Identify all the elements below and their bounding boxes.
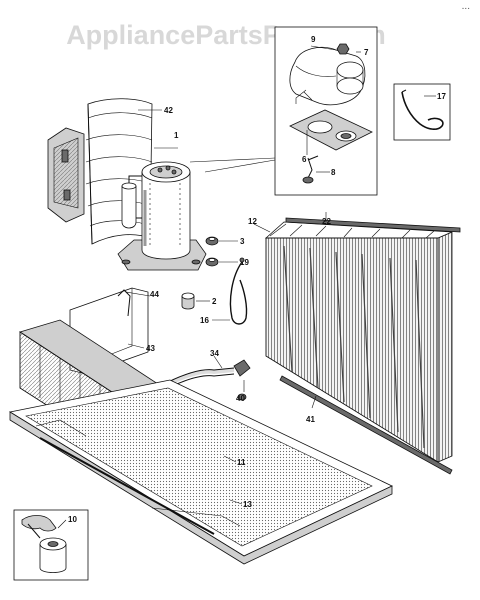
callout-42: 42 bbox=[164, 106, 173, 115]
callout-7: 7 bbox=[364, 48, 369, 57]
condenser-coil: 12 22 41 bbox=[248, 212, 461, 475]
grommet-40 bbox=[233, 359, 251, 377]
callout-1: 1 bbox=[174, 131, 179, 140]
callout-40: 40 bbox=[236, 394, 245, 403]
inset-motor: 10 bbox=[13, 509, 89, 581]
callout-41: 41 bbox=[306, 415, 315, 424]
inset-capillary-tube: 17 bbox=[393, 83, 451, 141]
compressor: 1 bbox=[117, 131, 207, 271]
callout-6: 6 bbox=[302, 155, 307, 164]
nut-part bbox=[336, 43, 350, 55]
inset-frame-tube bbox=[393, 83, 451, 141]
top-gasket-strip bbox=[285, 217, 461, 233]
capillary-16: 16 bbox=[200, 257, 248, 325]
inset-leader bbox=[189, 157, 276, 173]
callout-34: 34 bbox=[210, 349, 219, 358]
callout-17: 17 bbox=[437, 92, 446, 101]
callout-44: 44 bbox=[150, 290, 159, 299]
inset-compressor-cover: 9 7 6 8 bbox=[274, 26, 378, 196]
callout-22: 22 bbox=[322, 217, 331, 226]
bottom-gasket-strip bbox=[279, 375, 453, 475]
sleeve-part bbox=[181, 296, 195, 310]
callout-12: 12 bbox=[248, 217, 257, 226]
callout-8: 8 bbox=[331, 168, 336, 177]
callout-13: 13 bbox=[243, 500, 252, 509]
callout-43: 43 bbox=[146, 344, 155, 353]
callout-2: 2 bbox=[212, 297, 217, 306]
base-pan: 11 13 bbox=[8, 379, 393, 565]
compressor-sound-blanket: 42 bbox=[47, 98, 173, 245]
callout-11: 11 bbox=[237, 458, 246, 467]
callout-3: 3 bbox=[240, 237, 245, 246]
callout-10: 10 bbox=[68, 515, 77, 524]
callout-19: 19 bbox=[240, 258, 249, 267]
corner-mark: ... bbox=[462, 1, 470, 12]
callout-9: 9 bbox=[311, 35, 316, 44]
callout-16: 16 bbox=[200, 316, 209, 325]
compressor-mount-parts: 3 19 2 bbox=[181, 236, 249, 310]
